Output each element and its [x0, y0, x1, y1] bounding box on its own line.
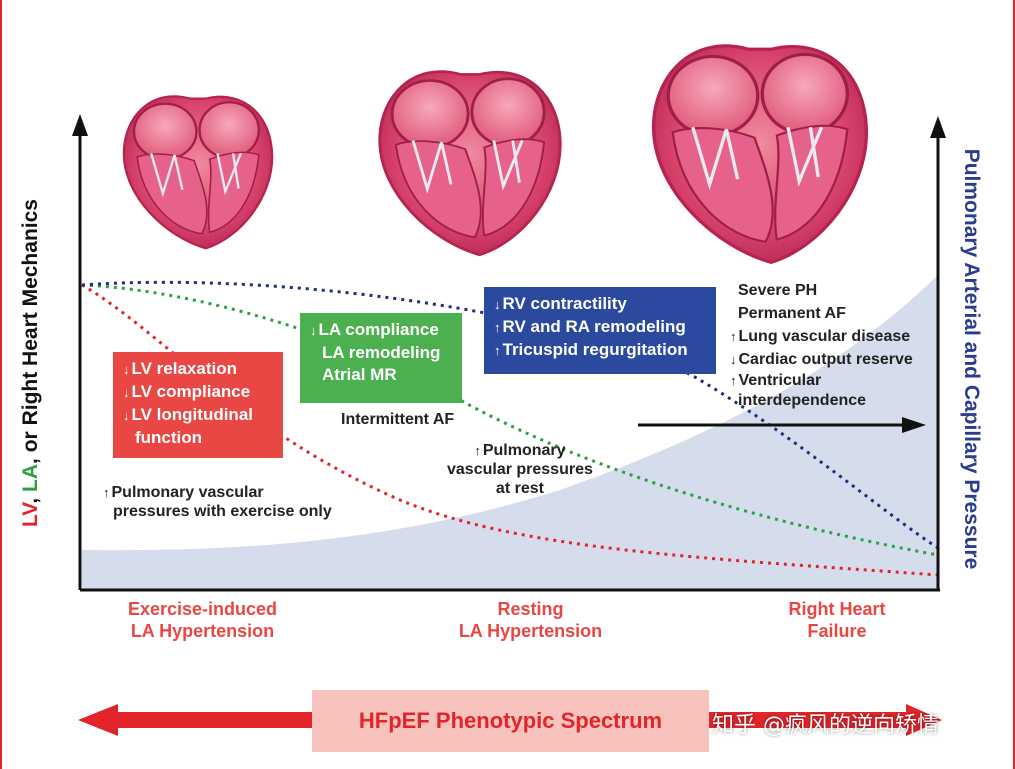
exercise-pressure-note: ↑Pulmonary vascular pressures with exerc…: [103, 484, 332, 520]
up-arrow-icon: ↑: [494, 320, 501, 335]
down-arrow-icon: ↓: [123, 408, 130, 423]
spectrum-right-arrow: [709, 704, 942, 736]
rv-item-3: ↑Tricuspid regurgitation: [494, 340, 688, 359]
la-changes-box: ↓LA compliance LA remodeling Atrial MR: [300, 313, 462, 403]
la-item-1: ↓LA compliance: [310, 320, 439, 339]
up-arrow-icon: ↑: [494, 343, 501, 358]
resting-pressure-note: ↑Pulmonary vascular pressures at rest: [447, 442, 593, 497]
down-arrow-icon: ↓: [494, 297, 501, 312]
heart-illustration-1: [122, 95, 274, 250]
left-axis-label-sep1: ,: [19, 491, 42, 504]
down-arrow-icon: ↓: [310, 323, 317, 338]
rv-changes-box: ↓RV contractility ↑RV and RA remodeling …: [484, 287, 716, 374]
left-axis-label: LV, LA, or Right Heart Mechanics: [19, 199, 43, 527]
intermittent-af-note: Intermittent AF: [341, 411, 455, 428]
pressure-area: [82, 275, 938, 590]
lv-item-1: ↓LV relaxation: [123, 359, 237, 378]
down-arrow-icon: ↓: [123, 362, 130, 377]
down-arrow-icon: ↓: [123, 385, 130, 400]
up-arrow-icon: ↑: [103, 485, 110, 500]
up-arrow-icon: ↑: [730, 329, 737, 344]
lv-item-4: function: [135, 428, 203, 447]
left-axis-label-la: LA: [19, 463, 42, 492]
heart-illustration-3: [651, 44, 869, 265]
la-item-2: LA remodeling: [322, 343, 441, 362]
lv-mechanics-curve: [81, 283, 939, 577]
la-mechanics-curve: [81, 283, 939, 557]
heart-illustration-2: [378, 70, 562, 257]
down-arrow-icon: ↓: [730, 352, 737, 367]
spectrum-left-arrow: [78, 704, 312, 736]
left-axis-label-rest: Right Heart Mechanics: [19, 199, 42, 426]
lv-changes-box: ↓LV relaxation ↓LV compliance ↓LV longit…: [113, 352, 283, 458]
left-frame-line: [0, 0, 2, 769]
rv-item-2: ↑RV and RA remodeling: [494, 317, 686, 336]
watermark: 知乎 @疯风的逆向矫情: [712, 713, 939, 738]
severe-features-list: Severe PH Permanent AF ↑Lung vascular di…: [730, 282, 913, 409]
rv-item-1: ↓RV contractility: [494, 294, 627, 313]
lv-item-3: ↓LV longitudinal: [123, 405, 253, 424]
right-y-axis-arrowhead: [930, 116, 946, 138]
up-arrow-icon: ↑: [730, 373, 737, 388]
right-frame-line: [1013, 0, 1015, 769]
lv-item-2: ↓LV compliance: [123, 382, 251, 401]
left-axis-label-lv: LV: [19, 503, 42, 527]
la-item-3: Atrial MR: [322, 365, 397, 384]
spectrum-label: HFpEF Phenotypic Spectrum: [312, 690, 709, 752]
up-arrow-icon: ↑: [474, 443, 481, 458]
right-axis-label: Pulmonary Arterial and Capillary Pressur…: [960, 148, 983, 570]
progression-arrowhead: [902, 417, 926, 433]
left-axis-label-sep2: , or: [19, 425, 42, 464]
left-y-axis-arrowhead: [72, 114, 88, 136]
